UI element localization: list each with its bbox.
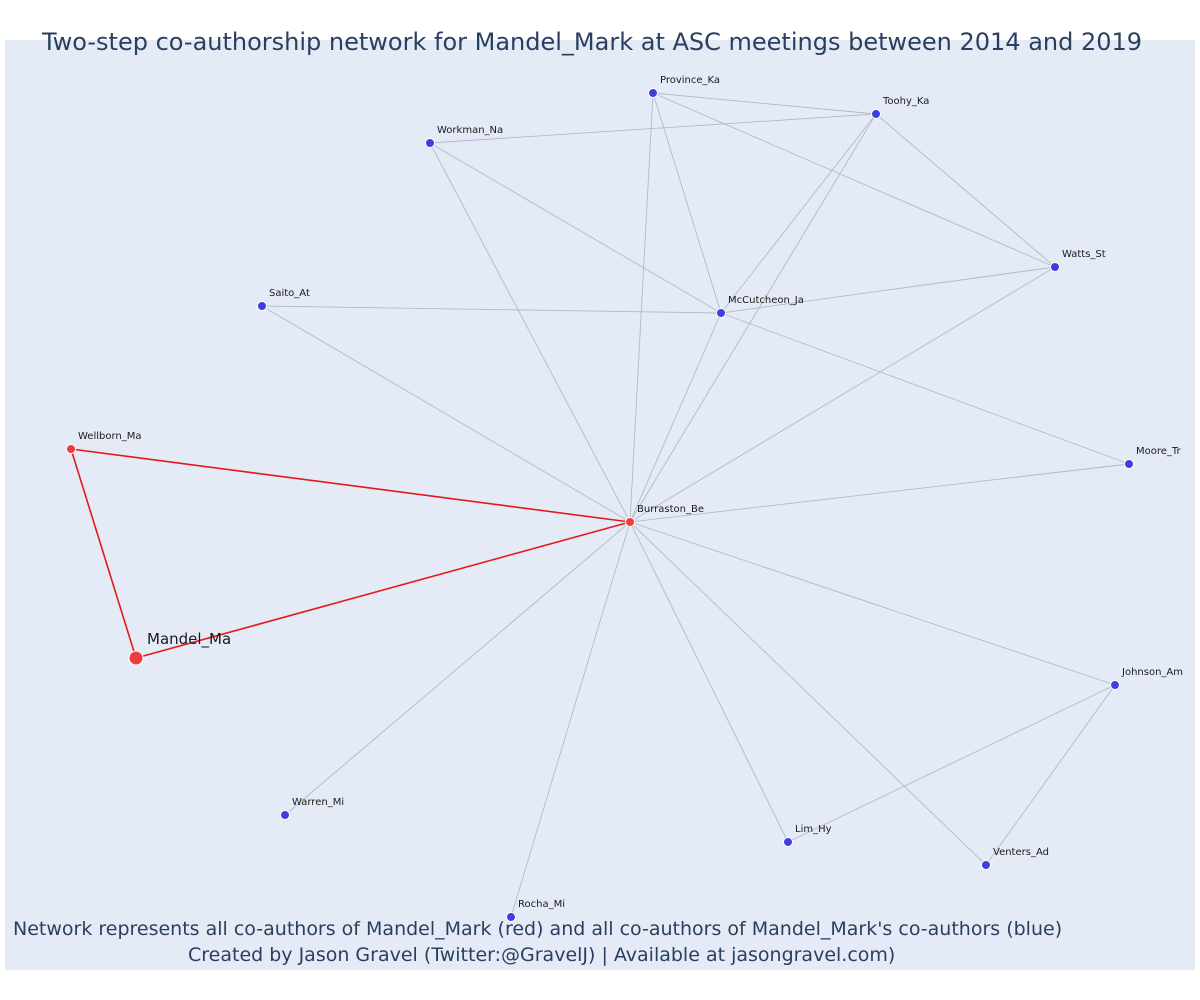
edge-Watts_St-McCutcheon_Ja [720, 266, 1056, 314]
edge-Burraston_Be-Province_Ka [629, 92, 654, 523]
footer-note: Network represents all co-authors of Man… [13, 918, 1063, 940]
node-label-McCutcheon_Ja: McCutcheon_Ja [728, 295, 804, 306]
node-Venters_Ad[interactable] [981, 860, 991, 870]
edge-Burraston_Be-Workman_Na [429, 142, 631, 523]
edges-layer [70, 92, 1130, 918]
node-label-Warren_Mi: Warren_Mi [292, 797, 344, 808]
node-Johnson_Am[interactable] [1110, 680, 1120, 690]
nodes-layer [66, 88, 1134, 922]
edge-Burraston_Be-Toohy_Ka [629, 113, 877, 523]
edge-Burraston_Be-Venters_Ad [629, 521, 987, 866]
node-label-Rocha_Mi: Rocha_Mi [518, 899, 565, 910]
edge-Toohy_Ka-McCutcheon_Ja [720, 113, 877, 314]
edge-Province_Ka-McCutcheon_Ja [652, 92, 722, 314]
edge-Burraston_Be-Warren_Mi [284, 521, 631, 816]
node-label-Burraston_Be: Burraston_Be [637, 504, 704, 515]
edge-Burraston_Be-Moore_Tr [629, 463, 1130, 523]
edge-Province_Ka-Watts_St [652, 92, 1056, 268]
edge-Mandel_Ma-Wellborn_Ma [70, 448, 137, 659]
edge-Toohy_Ka-Watts_St [875, 113, 1056, 268]
edge-Burraston_Be-Watts_St [629, 266, 1056, 523]
node-label-Saito_At: Saito_At [269, 288, 310, 299]
plot-area [5, 40, 1195, 970]
edge-Johnson_Am-Lim_Hy [787, 684, 1116, 843]
node-Mandel_Ma[interactable] [128, 650, 144, 666]
node-Workman_Na[interactable] [425, 138, 435, 148]
node-Burraston_Be[interactable] [625, 517, 635, 527]
node-label-Watts_St: Watts_St [1062, 249, 1106, 260]
node-Toohy_Ka[interactable] [871, 109, 881, 119]
node-label-Johnson_Am: Johnson_Am [1121, 667, 1183, 678]
node-label-Moore_Tr: Moore_Tr [1136, 446, 1182, 457]
node-Warren_Mi[interactable] [280, 810, 290, 820]
node-label-Toohy_Ka: Toohy_Ka [882, 96, 929, 107]
node-label-Workman_Na: Workman_Na [437, 125, 503, 136]
edge-Burraston_Be-Saito_At [261, 305, 631, 523]
footer-credit: Created by Jason Gravel (Twitter:@Gravel… [188, 944, 896, 966]
node-Province_Ka[interactable] [648, 88, 658, 98]
edge-Burraston_Be-McCutcheon_Ja [629, 312, 722, 523]
node-label-Wellborn_Ma: Wellborn_Ma [78, 431, 142, 442]
edge-Wellborn_Ma-Burraston_Be [70, 448, 631, 523]
node-Moore_Tr[interactable] [1124, 459, 1134, 469]
node-label-Lim_Hy: Lim_Hy [795, 824, 832, 835]
chart-title: Two-step co-authorship network for Mande… [41, 28, 1143, 56]
node-Rocha_Mi[interactable] [506, 912, 516, 922]
node-Lim_Hy[interactable] [783, 837, 793, 847]
edge-Burraston_Be-Rocha_Mi [510, 521, 631, 918]
edge-Johnson_Am-Venters_Ad [985, 684, 1116, 866]
edge-Burraston_Be-Lim_Hy [629, 521, 789, 843]
node-Watts_St[interactable] [1050, 262, 1060, 272]
edge-Toohy_Ka-Workman_Na [429, 113, 877, 144]
edge-Burraston_Be-Johnson_Am [629, 521, 1116, 686]
node-Wellborn_Ma[interactable] [66, 444, 76, 454]
node-label-Mandel_Ma: Mandel_Ma [147, 630, 231, 649]
edge-McCutcheon_Ja-Moore_Tr [720, 312, 1130, 465]
node-label-Province_Ka: Province_Ka [660, 75, 720, 86]
edge-Province_Ka-Toohy_Ka [652, 92, 877, 115]
edge-Workman_Na-McCutcheon_Ja [429, 142, 722, 314]
edge-Mandel_Ma-Burraston_Be [135, 521, 631, 659]
node-label-Venters_Ad: Venters_Ad [993, 847, 1049, 858]
node-McCutcheon_Ja[interactable] [716, 308, 726, 318]
node-Saito_At[interactable] [257, 301, 267, 311]
edge-Saito_At-McCutcheon_Ja [261, 305, 722, 314]
